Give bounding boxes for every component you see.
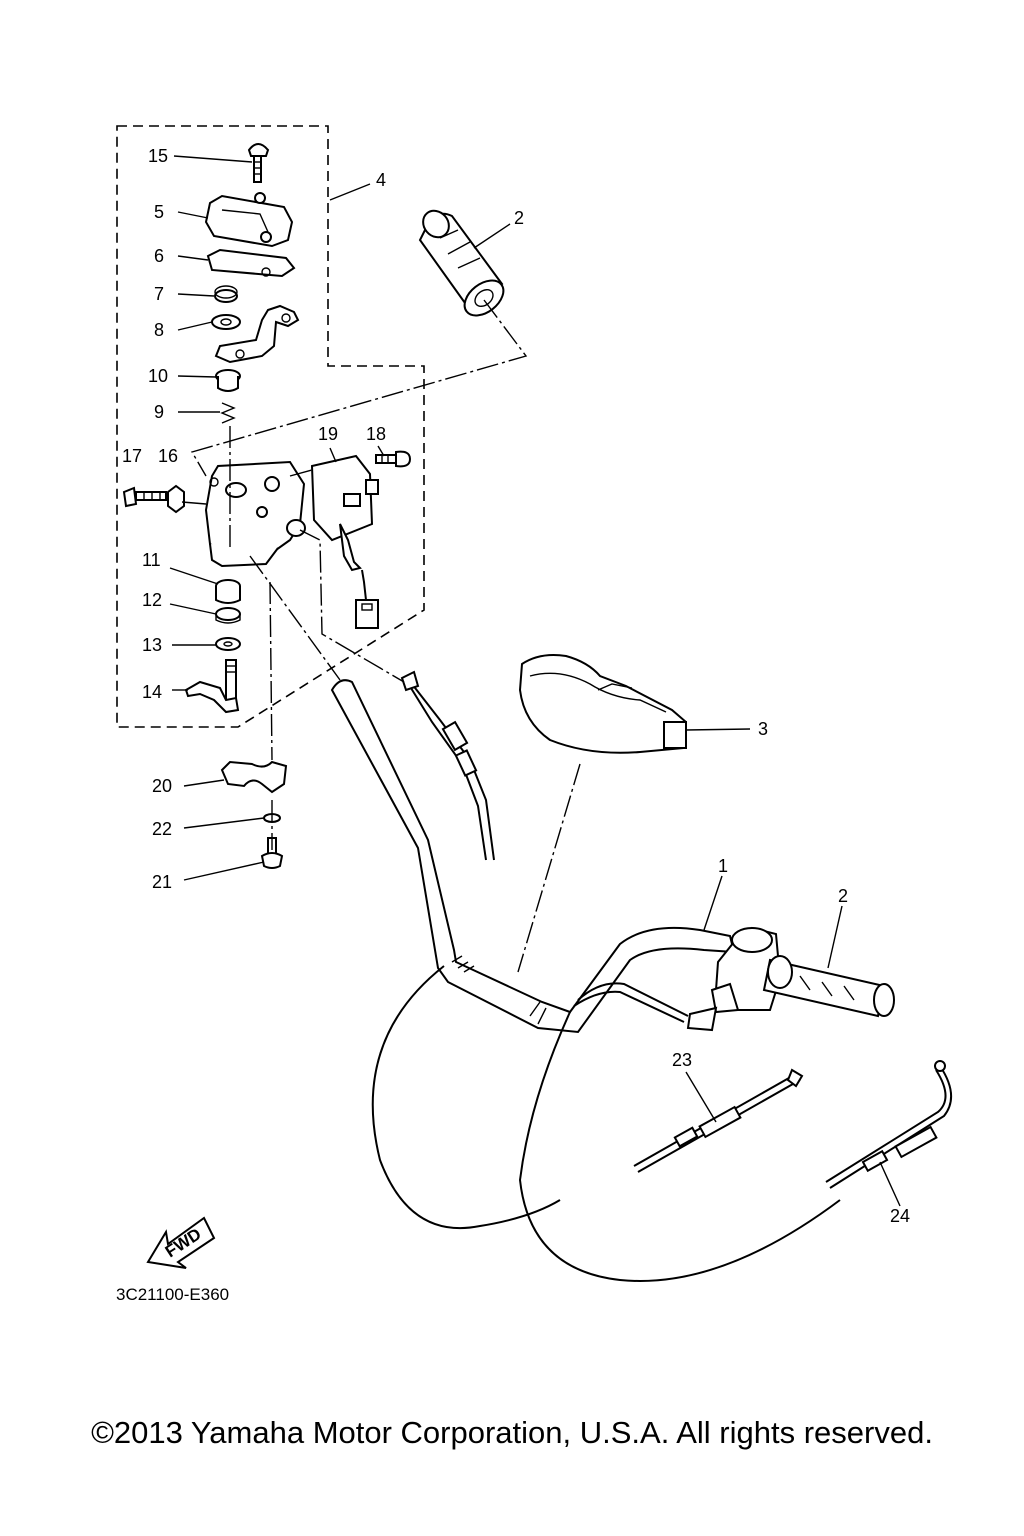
collar-10 xyxy=(215,369,241,392)
collar-11 xyxy=(215,579,241,604)
lever-shaft-14 xyxy=(184,659,240,714)
fwd-arrow-icon: FWD xyxy=(146,1216,216,1269)
callout-22: 22 xyxy=(152,819,172,839)
callout-10: 10 xyxy=(148,366,168,386)
chain-line-switch xyxy=(289,469,313,477)
chain-line-cable xyxy=(299,529,405,683)
handlebar-cover-3 xyxy=(518,654,688,754)
cable-loop-left xyxy=(371,965,841,1282)
cable-bar xyxy=(573,982,718,1032)
callout-2-right: 2 xyxy=(838,886,848,906)
callout-9: 9 xyxy=(154,402,164,422)
screw-18 xyxy=(375,450,412,468)
housing xyxy=(204,460,306,568)
washer-8 xyxy=(211,314,241,330)
callout-6: 6 xyxy=(154,246,164,266)
callout-11: 11 xyxy=(142,550,161,570)
callout-23: 23 xyxy=(672,1050,692,1070)
callout-20: 20 xyxy=(152,776,172,796)
washer-13 xyxy=(215,637,241,651)
chain-line-grip xyxy=(190,299,528,477)
callout-14: 14 xyxy=(142,682,162,702)
diagram-code: 3C21100-E360 xyxy=(116,1285,229,1304)
chain-line-cover xyxy=(517,763,581,973)
copyright-notice: ©2013 Yamaha Motor Corporation, U.S.A. A… xyxy=(91,1415,933,1450)
callout-24: 24 xyxy=(890,1206,910,1226)
switch-19 xyxy=(310,454,379,629)
callout-8: 8 xyxy=(154,320,164,340)
bolt-17 xyxy=(122,486,167,508)
cable-23 xyxy=(633,1068,804,1173)
cable-24 xyxy=(825,1060,952,1189)
grip-2-left xyxy=(418,209,505,317)
callout-17: 17 xyxy=(122,446,142,466)
callout-4: 4 xyxy=(376,170,386,190)
washer-12 xyxy=(215,607,241,624)
callout-2: 2 xyxy=(514,208,524,228)
nut-7 xyxy=(214,285,238,303)
chain-line-housing-shaft xyxy=(229,426,273,850)
gasket-6 xyxy=(206,248,296,278)
callout-19: 19 xyxy=(318,424,338,444)
chain-line-bar xyxy=(249,555,341,681)
callout-21: 21 xyxy=(152,872,172,892)
handlebar-1 xyxy=(330,679,736,1034)
cover-5 xyxy=(204,192,294,248)
spring-9 xyxy=(220,402,236,424)
callout-3: 3 xyxy=(758,719,768,739)
grip-2-right xyxy=(762,955,895,1018)
clamp-20 xyxy=(220,760,288,794)
callout-7: 7 xyxy=(154,284,164,304)
callout-18: 18 xyxy=(366,424,386,444)
screw-15 xyxy=(247,143,270,183)
nut-16 xyxy=(167,484,185,514)
callout-15: 15 xyxy=(148,146,168,166)
leader-lines xyxy=(169,155,901,1207)
bracket xyxy=(214,304,300,364)
callout-12: 12 xyxy=(142,590,162,610)
callout-5: 5 xyxy=(154,202,164,222)
cable-upper xyxy=(400,670,495,861)
callout-13: 13 xyxy=(142,635,162,655)
assembly-boundary xyxy=(116,125,425,728)
callout-16: 16 xyxy=(158,446,178,466)
callout-1: 1 xyxy=(718,856,728,876)
